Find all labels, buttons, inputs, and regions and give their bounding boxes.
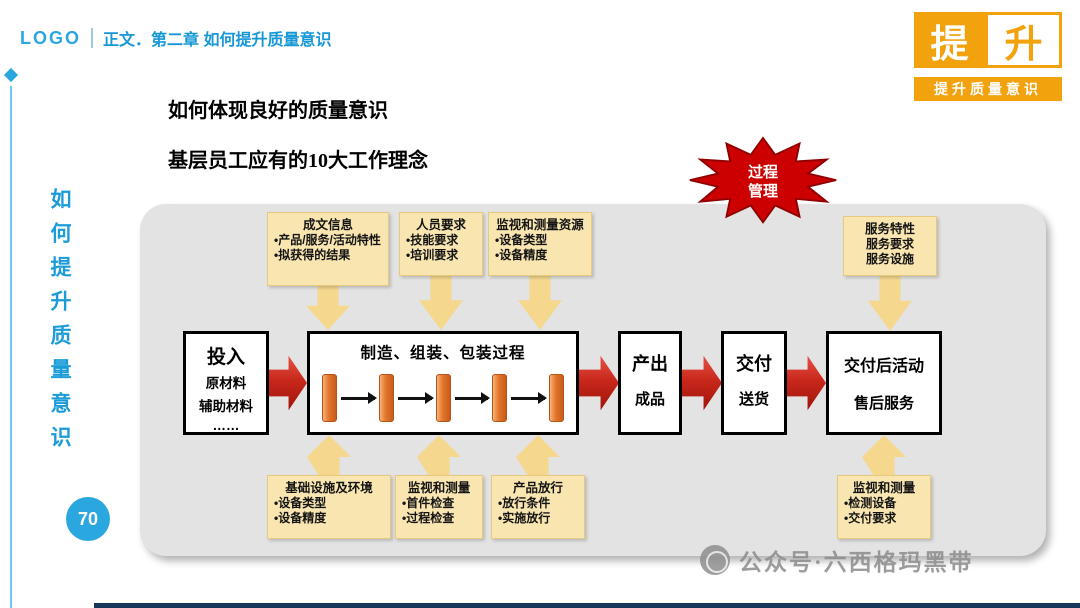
bottom-accent-bar (94, 603, 1080, 608)
note-line: •技能要求 (406, 233, 459, 247)
page-number-badge: 70 (66, 497, 110, 541)
note-line: •放行条件 (498, 496, 551, 510)
page-title-line2: 基层员工应有的10大工作理念 (168, 150, 428, 172)
note-product-release: 产品放行 •放行条件 •实施放行 (491, 475, 585, 539)
note-title: 服务特性 (864, 222, 915, 236)
stage-arrow-icon (397, 391, 434, 404)
badge-char-right: 升 (985, 12, 1062, 68)
watermark: 公众号·六西格玛黑带 (700, 543, 974, 577)
note-line: 服务设施 (865, 252, 914, 266)
note-line: •设备类型 (274, 496, 327, 510)
stage-arrow-icon (511, 391, 547, 404)
note-service-characteristics: 服务特性 服务要求 服务设施 (843, 216, 937, 276)
flow-box-title: 投入 (206, 347, 245, 368)
vertical-chapter-title: 如何提升质量意识 (48, 188, 71, 460)
header-divider (91, 28, 93, 48)
note-title: 成文信息 (302, 218, 353, 232)
stage-arrow-icon (454, 391, 490, 404)
note-line: •首件检查 (402, 496, 455, 510)
page-title-line1: 如何体现良好的质量意识 (168, 100, 388, 122)
flow-box-process: 制造、组装、包装过程 (307, 331, 579, 435)
badge-char-left: 提 (914, 12, 985, 68)
starburst-shape-icon (689, 136, 837, 224)
note-title: 人员要求 (415, 218, 466, 232)
stage-arrow-icon (341, 391, 377, 404)
flow-box-title: 交付后活动 (843, 358, 924, 375)
badge-row: 提 升 (914, 12, 1062, 68)
process-stage-bar (549, 374, 564, 422)
flow-box-line: 辅助材料 (199, 399, 253, 414)
logo: LOGO (20, 27, 81, 48)
note-line: •产品/服务/活动特性 (274, 233, 381, 247)
badge-caption: 提升质量意识 (914, 77, 1062, 101)
note-infrastructure-environment: 基础设施及环境 •设备类型 •设备精度 (267, 475, 391, 539)
rail-line (10, 86, 12, 608)
flow-box-line: 送货 (738, 391, 769, 408)
note-personnel-requirements: 人员要求 •技能要求 •培训要求 (399, 212, 483, 276)
flow-box-line: 成品 (634, 391, 665, 408)
flow-box-line: …… (212, 418, 240, 433)
note-title: 基础设施及环境 (285, 481, 373, 495)
promo-badge: 提 升 提升质量意识 (914, 12, 1062, 101)
process-stage-bar (322, 374, 337, 422)
rail-diamond-icon (3, 67, 19, 83)
starburst-label-line2: 管理 (747, 183, 778, 200)
process-stages (310, 367, 576, 429)
watermark-seal-icon (700, 545, 730, 575)
note-title: 产品放行 (512, 481, 563, 495)
starburst-label-line1: 过程 (747, 164, 778, 181)
note-monitoring-measurement: 监视和测量 •首件检查 •过程检查 (395, 475, 483, 539)
note-line: 服务要求 (865, 237, 914, 251)
flow-box-line: 原材料 (205, 376, 247, 391)
note-line: •拟获得的结果 (274, 248, 351, 262)
flow-box-input: 投入 原材料 辅助材料 …… (183, 331, 269, 435)
note-line: •设备精度 (274, 511, 327, 525)
flow-box-output: 产出 成品 (618, 331, 682, 435)
note-line: •实施放行 (498, 511, 551, 525)
starburst-label: 过程 管理 (688, 132, 838, 232)
note-title: 监视和测量 (407, 481, 471, 495)
flow-box-delivery: 交付 送货 (721, 331, 787, 435)
header: LOGO 正文．第二章 如何提升质量意识 (20, 26, 331, 50)
section-title: 正文．第二章 如何提升质量意识 (103, 32, 332, 49)
watermark-text: 公众号·六西格玛黑带 (739, 550, 974, 575)
note-title: 监视和测量资源 (496, 218, 584, 232)
note-monitoring-measuring-resources: 监视和测量资源 •设备类型 •设备精度 (488, 212, 592, 276)
note-line: •设备精度 (495, 248, 548, 262)
process-stage-bar (378, 374, 394, 422)
flow-box-after-delivery: 交付后活动 售后服务 (826, 331, 942, 435)
flow-box-title: 交付 (736, 354, 772, 374)
note-line: •培训要求 (406, 248, 459, 262)
note-line: •检测设备 (844, 496, 897, 510)
note-line: •设备类型 (495, 233, 548, 247)
note-documented-info: 成文信息 •产品/服务/活动特性 •拟获得的结果 (267, 212, 389, 286)
note-line: •交付要求 (844, 511, 897, 525)
note-monitoring-measurement-delivery: 监视和测量 •检测设备 •交付要求 (837, 475, 931, 539)
flow-box-line: 售后服务 (853, 395, 914, 412)
note-line: •过程检查 (402, 511, 455, 525)
process-management-starburst: 过程 管理 (688, 132, 838, 232)
flow-box-title: 产出 (632, 354, 668, 374)
flow-box-title: 制造、组装、包装过程 (360, 345, 526, 362)
process-stage-bar (435, 374, 451, 422)
note-title: 监视和测量 (852, 481, 916, 495)
process-stage-bar (492, 374, 508, 422)
